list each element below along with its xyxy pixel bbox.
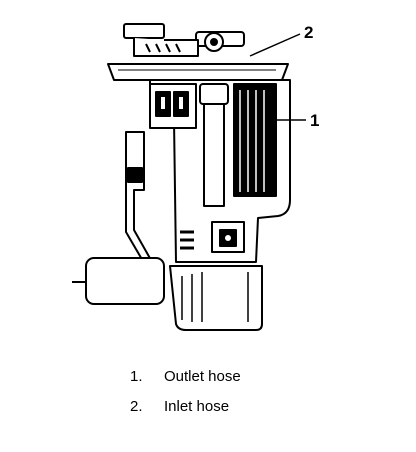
- legend-text: Inlet hose: [164, 398, 230, 415]
- legend-number: 2.: [130, 398, 143, 415]
- outlet-hose-connector: [149, 83, 197, 129]
- inlet-hose-fitting: [123, 23, 245, 57]
- legend-number: 1.: [130, 368, 143, 385]
- fuel-strainer: [169, 265, 263, 331]
- legend-text: Outlet hose: [164, 368, 241, 385]
- legend-item-outlet-hose: 1. Outlet hose: [130, 368, 241, 385]
- legend-item-inlet-hose: 2. Inlet hose: [130, 398, 229, 415]
- fuel-level-float: [72, 257, 165, 305]
- sender-arm: [125, 131, 161, 281]
- pump-canister: [123, 79, 291, 263]
- retaining-clip: [180, 221, 245, 253]
- callout-leader-2: [249, 33, 301, 57]
- callout-label-2: 2: [304, 23, 313, 42]
- flange-plate: [107, 63, 289, 81]
- callout-label-1: 1: [310, 111, 319, 130]
